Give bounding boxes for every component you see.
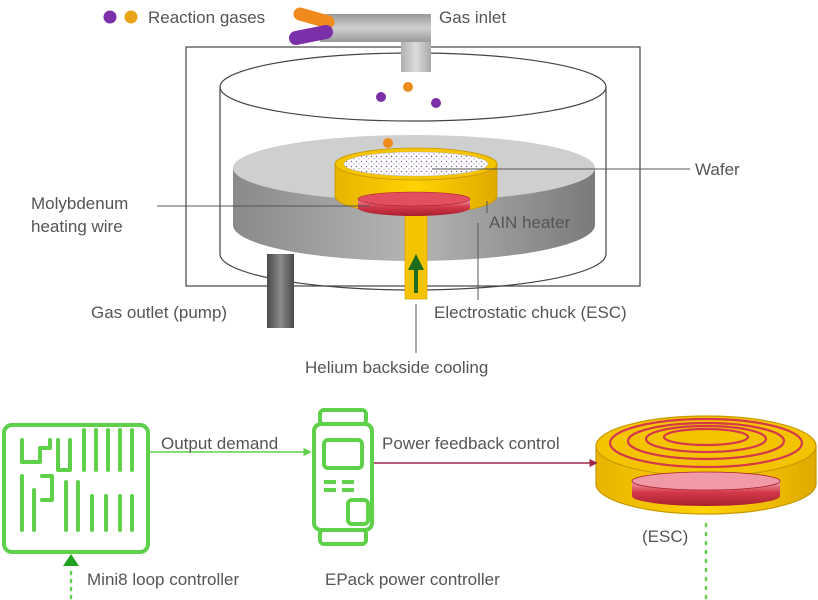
gas-particle-purple [431, 98, 441, 108]
label-molybdenum-line1: Molybdenum [31, 194, 128, 213]
esc-disk-icon [595, 415, 817, 515]
helium-arrow-head [408, 254, 424, 270]
epack-controller-icon [312, 408, 374, 546]
label-mini8: Mini8 loop controller [87, 570, 239, 589]
label-epack: EPack power controller [325, 570, 500, 589]
gas-particle-purple [376, 92, 386, 102]
label-esc: Electrostatic chuck (ESC) [434, 303, 627, 322]
label-molybdenum-line2: heating wire [31, 217, 123, 236]
pointer-lines [157, 168, 690, 353]
orange-gas-hose [293, 7, 335, 29]
label-power-feedback: Power feedback control [382, 434, 560, 453]
label-gas-outlet: Gas outlet (pump) [91, 303, 227, 322]
label-reaction-gases: Reaction gases [148, 8, 265, 27]
label-esc-short: (ESC) [642, 527, 688, 546]
label-aln-heater: AIN heater [489, 213, 571, 232]
gas-particle-orange [383, 138, 393, 148]
mini8-controller-icon [2, 423, 150, 554]
label-gas-inlet: Gas inlet [439, 8, 506, 27]
gas-inlet-pipe-horizontal [320, 14, 431, 42]
feedback-arrow-head [63, 554, 79, 566]
gas-particle-orange [403, 82, 413, 92]
label-output-demand: Output demand [161, 434, 278, 453]
legend-purple-dot [103, 10, 117, 24]
purple-gas-hose [289, 25, 333, 45]
wafer [343, 151, 489, 177]
label-wafer: Wafer [695, 160, 740, 179]
legend-yellow-dot [124, 10, 138, 24]
process-chamber [185, 7, 641, 328]
aln-heater-top [357, 191, 471, 207]
gas-outlet-pipe [267, 254, 294, 328]
label-helium-cooling: Helium backside cooling [305, 358, 488, 377]
